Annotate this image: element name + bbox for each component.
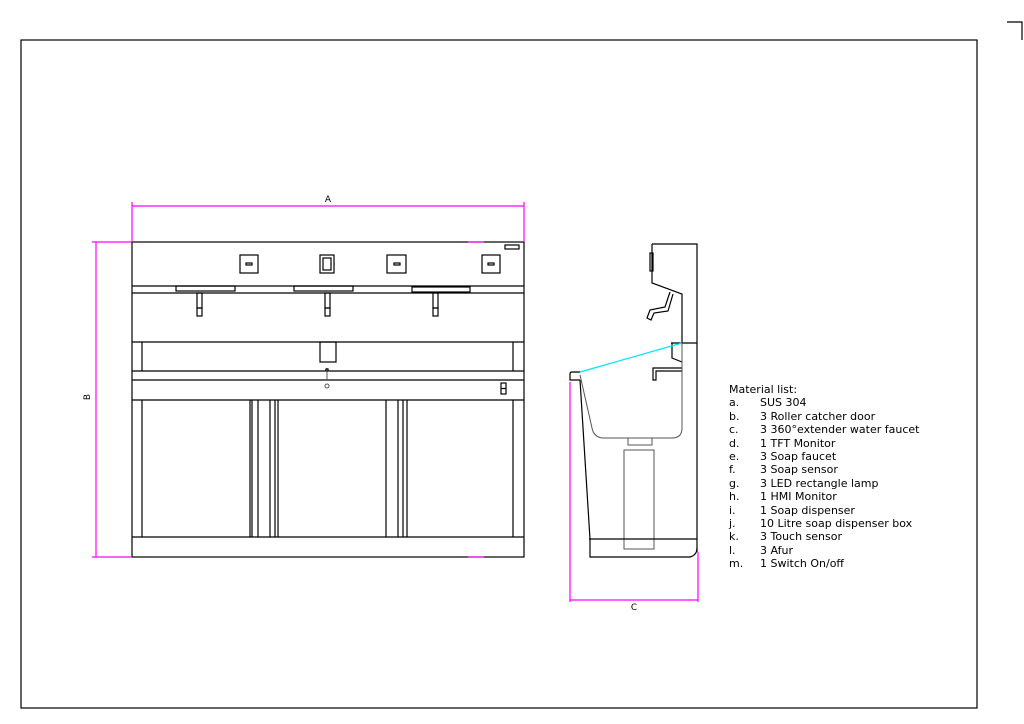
item-text: 1 Soap dispenser [760,503,855,517]
led-lamp [411,286,471,293]
list-item: j. 10 Litre soap dispenser box [729,517,919,530]
dimension-a-label: A [325,195,332,205]
item-text: 3 Touch sensor [760,530,843,544]
dimension-b-label: B [83,394,93,400]
list-item: e. 3 Soap faucet [729,450,919,463]
list-item: b. 3 Roller catcher door [729,410,919,423]
material-list-title: Material list: [729,383,798,396]
soap-faucet [196,292,203,317]
monitor-screen [322,257,332,271]
soap-dispenser [319,341,337,363]
list-item: d. 1 TFT Monitor [729,437,919,450]
led-lamp [293,285,354,292]
item-letter: d. [729,436,740,450]
basin [579,343,683,439]
side-view [569,243,698,558]
led-lamp [175,285,236,292]
item-text: 1 HMI Monitor [760,490,837,504]
item-letter: a. [729,396,740,410]
list-item: i. 1 Soap dispenser [729,504,919,517]
sensor-mark [393,262,401,266]
side-faucet [646,291,674,321]
drain-pipe [627,438,653,446]
basin-lip [569,371,580,381]
list-item: h. 1 HMI Monitor [729,490,919,503]
soap-dispenser-box [623,449,655,550]
item-letter: c. [729,423,739,437]
item-text: 1 Switch On/off [760,557,845,571]
item-text: 3 Soap faucet [760,450,837,464]
item-letter: f. [729,463,736,477]
list-item: l. 3 Afur [729,544,919,557]
item-letter: i. [729,503,736,517]
list-item: a. SUS 304 [729,396,919,409]
side-monitor [649,252,654,272]
soap-faucet [432,292,439,317]
dimension-c: C [569,382,699,613]
item-letter: k. [729,530,739,544]
roller-door [141,400,251,537]
item-letter: g. [729,476,740,490]
front-view [131,241,525,558]
list-item: k. 3 Touch sensor [729,530,919,543]
head-unit [651,244,683,343]
touch-sensor [481,254,501,274]
list-item: m. 1 Switch On/off [729,557,919,570]
roller-door [277,400,387,537]
item-letter: m. [729,557,744,571]
item-text: 3 LED rectangle lamp [760,476,879,490]
item-text: 3 Afur [760,543,793,557]
item-letter: e. [729,450,740,464]
sensor-mark [487,262,495,266]
list-item: g. 3 LED rectangle lamp [729,477,919,490]
bracket [671,343,683,363]
item-letter: j. [729,517,736,531]
item-text: SUS 304 [760,396,807,410]
roller-door [406,400,514,537]
list-item: c. 3 360°extender water faucet [729,423,919,436]
item-letter: b. [729,409,740,423]
soap-faucet [324,292,331,317]
side-body [579,379,698,558]
touch-sensor [386,254,407,274]
dimension-c-label: C [631,603,637,613]
back-panel [652,243,698,552]
corner-mark [1007,21,1023,40]
list-item: f. 3 Soap sensor [729,463,919,476]
water-faucet [652,367,682,381]
item-letter: h. [729,490,740,504]
drain [325,368,329,372]
dimension-a: A [131,195,525,242]
touch-sensor [239,254,259,274]
item-letter: l. [729,543,736,557]
afur-outlet [324,383,330,389]
item-text: 3 360°extender water faucet [760,423,920,437]
dimension-b: B [83,241,132,558]
sensor-mark [245,262,253,266]
tft-monitor [319,254,335,274]
drawing-border [20,39,978,709]
item-text: 3 Roller catcher door [760,409,876,423]
item-text: 10 Litre soap dispenser box [760,517,913,531]
item-text: 3 Soap sensor [760,463,838,477]
hmi-monitor [504,244,520,250]
item-text: 1 TFT Monitor [760,436,836,450]
material-list: Material list: a. SUS 304 b. 3 Roller catc… [729,383,919,571]
sight-line [579,342,683,373]
